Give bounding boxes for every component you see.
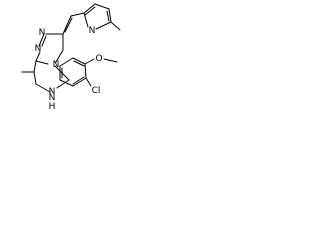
bond — [106, 10, 110, 22]
amine-h-label: H — [49, 102, 56, 112]
bond — [72, 77, 87, 87]
bond — [95, 21, 112, 30]
bond — [83, 12, 89, 28]
bond — [83, 3, 96, 14]
bond — [33, 60, 37, 73]
chloro-label: Cl — [92, 86, 101, 96]
bond — [84, 63, 87, 79]
pyridine-ring — [62, 3, 121, 35]
bond — [72, 76, 85, 85]
bond — [72, 57, 86, 65]
methoxy-bond — [103, 58, 118, 63]
benzene-ring — [59, 57, 118, 87]
bond — [59, 79, 74, 87]
bond — [35, 51, 41, 62]
bond — [55, 49, 64, 63]
triazole-n-left-label: N — [35, 44, 42, 54]
amine-n-label: N — [49, 93, 56, 103]
bond — [62, 15, 72, 35]
methyl-bond — [33, 71, 37, 85]
methyl-bond — [110, 21, 121, 31]
fused-n-bottom-label: N — [49, 87, 56, 97]
bond — [38, 33, 45, 47]
bond — [70, 12, 85, 17]
methoxy-o-label: O — [95, 54, 102, 64]
methoxy-bond — [84, 58, 95, 65]
chloro-bond — [85, 77, 92, 87]
bond — [56, 79, 70, 89]
triazole-n-bridge-label: N — [53, 60, 60, 70]
triazole-n-top-label: N — [39, 28, 46, 38]
bond — [59, 57, 74, 67]
bond — [41, 35, 47, 47]
bond — [64, 17, 73, 33]
bond — [35, 83, 51, 93]
bond — [73, 60, 85, 67]
bond — [94, 3, 110, 10]
bond — [84, 6, 96, 16]
bond — [35, 60, 49, 65]
bond — [108, 8, 112, 23]
triazole-ring — [35, 33, 64, 65]
chemical-structure-diagram: N N N N N O Cl N H — [21, 3, 121, 112]
pyridine-n-label: N — [89, 26, 96, 36]
